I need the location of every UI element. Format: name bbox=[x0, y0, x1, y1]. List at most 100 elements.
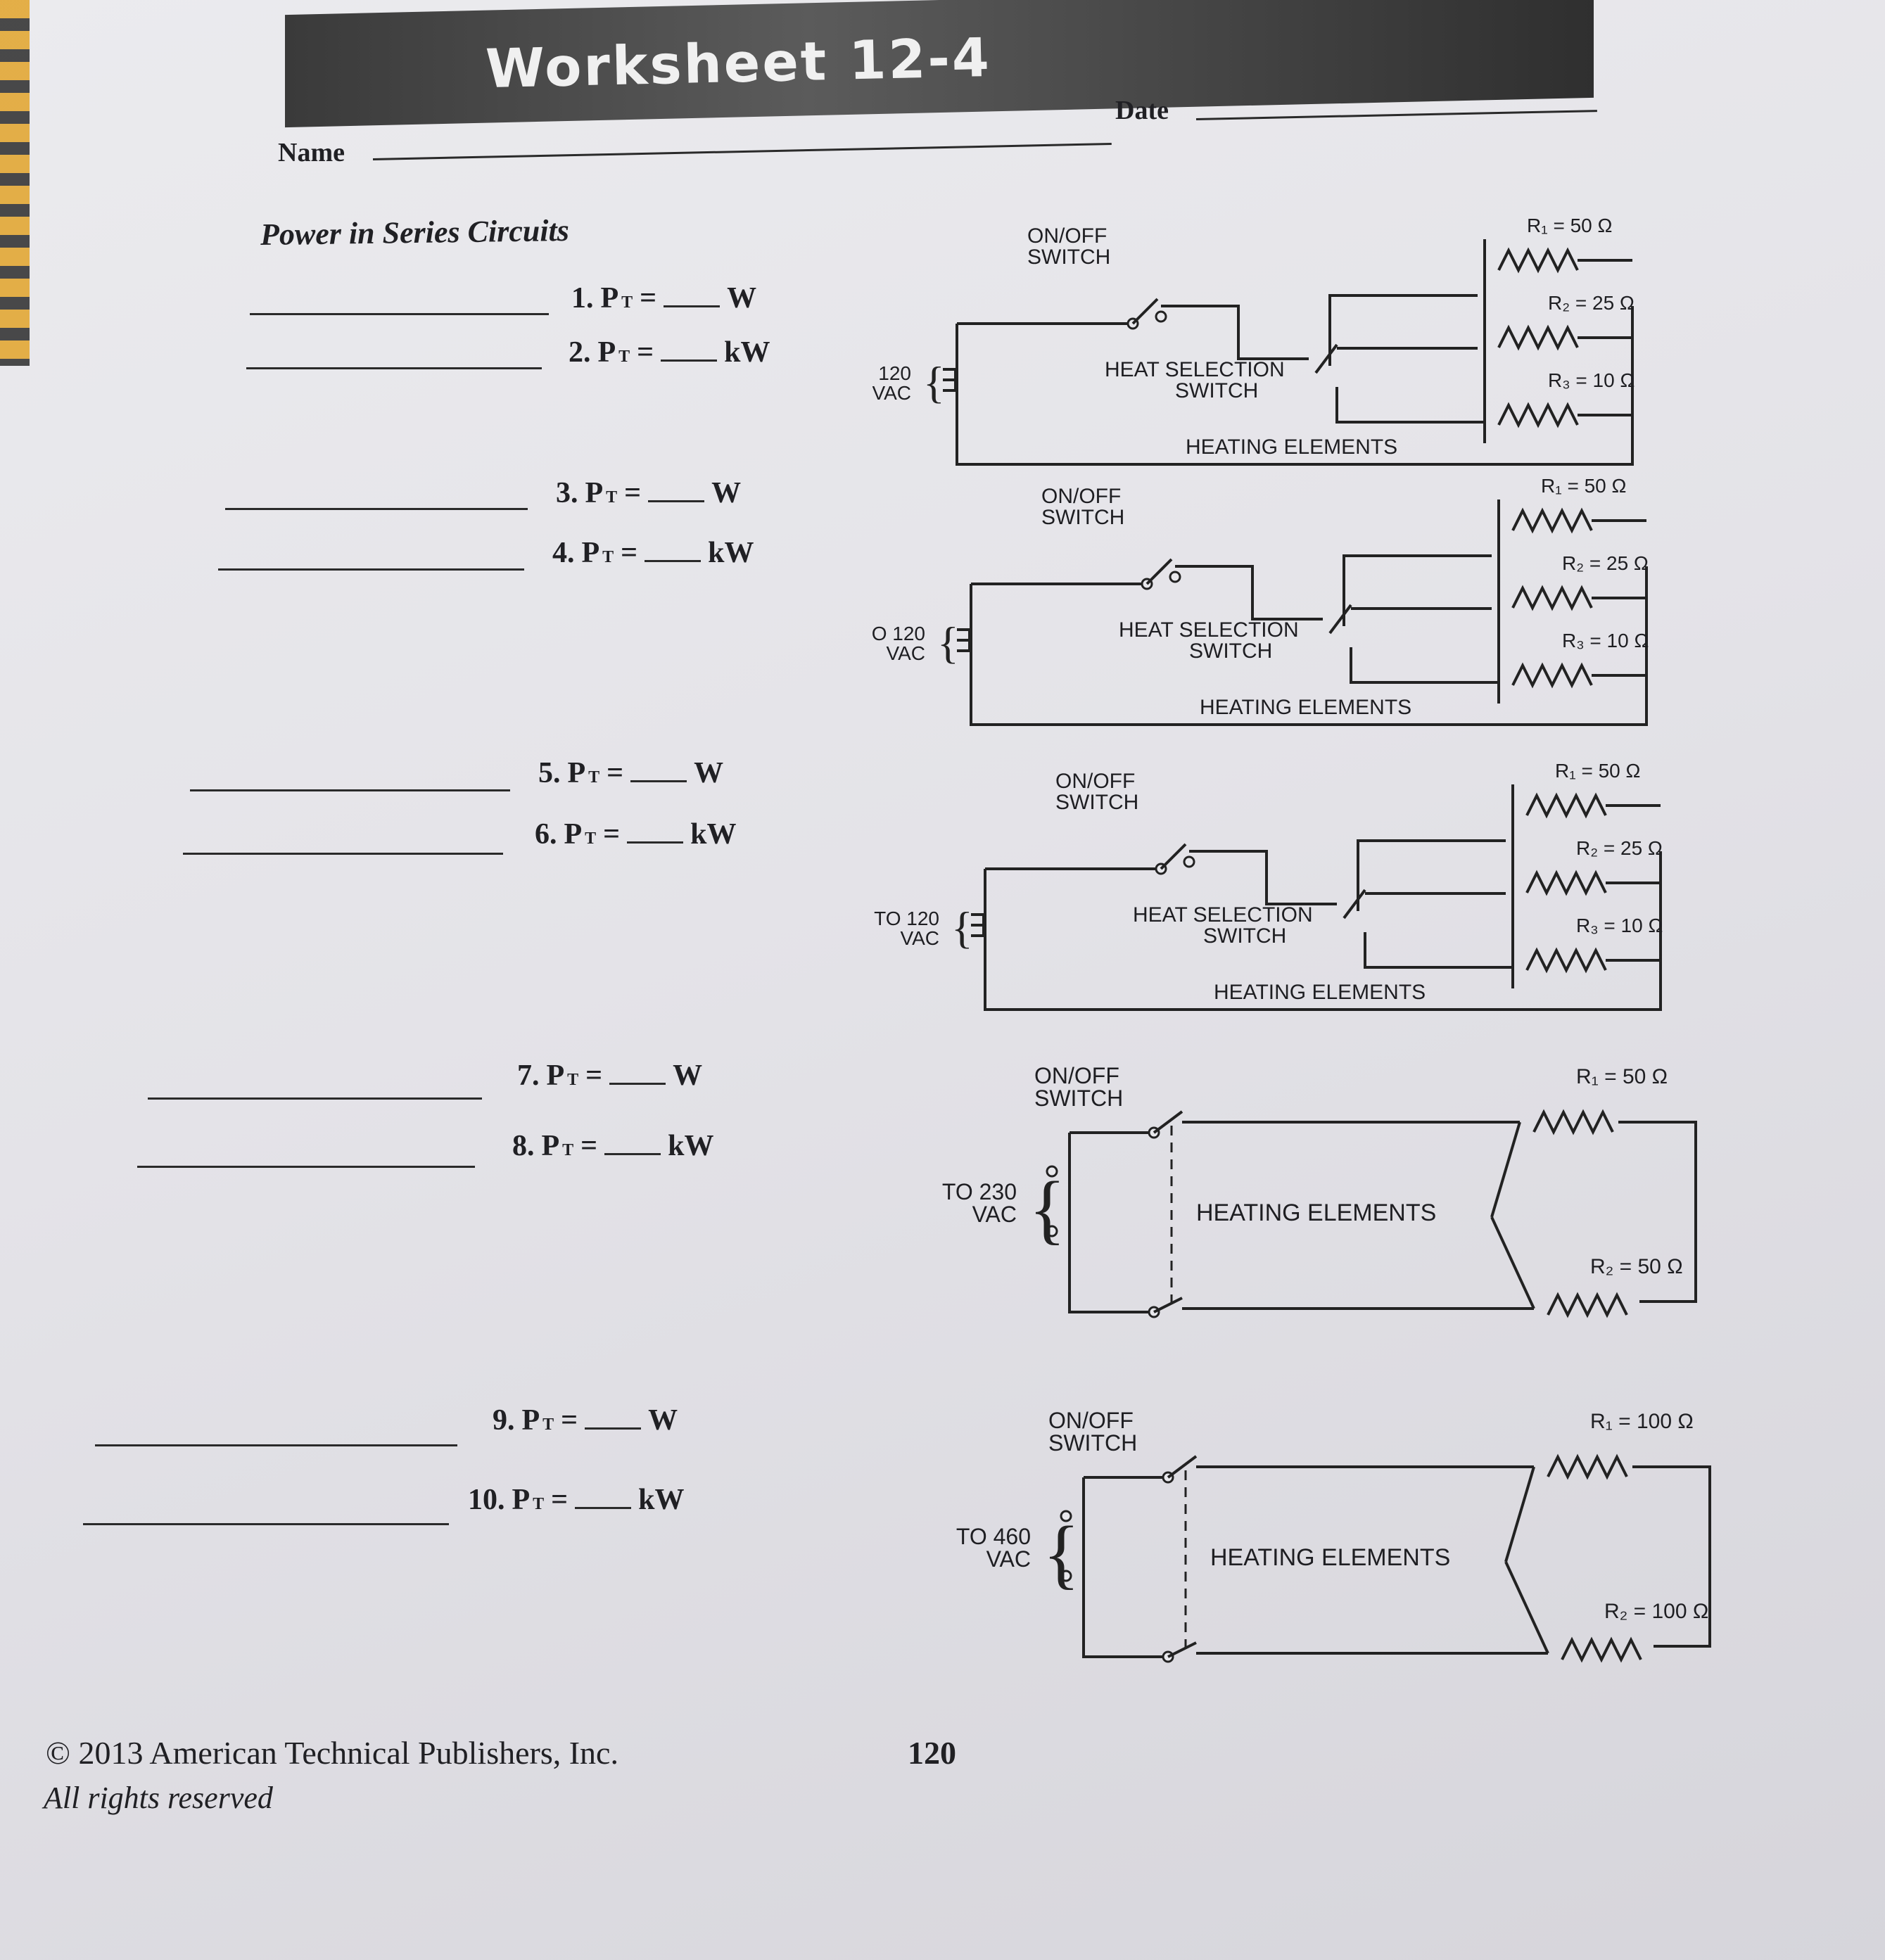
answer-blank[interactable] bbox=[585, 1425, 642, 1430]
on-off-switch bbox=[1160, 843, 1187, 870]
copyright-text: © 2013 American Technical Publishers, In… bbox=[46, 1735, 618, 1771]
answer-blank[interactable] bbox=[609, 1080, 666, 1085]
on-off-label: ON/OFF bbox=[1041, 485, 1121, 508]
r2-label: R₂ = 25 Ω bbox=[1562, 552, 1649, 574]
source-terminal bbox=[1046, 1165, 1058, 1178]
on-off-label: ON/OFF bbox=[1027, 224, 1107, 248]
element-wire bbox=[1578, 259, 1632, 416]
answer-blank[interactable] bbox=[575, 1504, 632, 1509]
resistor-r2 bbox=[1525, 870, 1607, 896]
answer-blank[interactable] bbox=[661, 357, 718, 362]
source-terminal bbox=[1060, 1510, 1072, 1522]
formula-p: P bbox=[521, 1404, 540, 1437]
resistor-r2 bbox=[1497, 324, 1579, 351]
question-number: 2. bbox=[569, 336, 591, 369]
question-unit: kW bbox=[690, 818, 737, 851]
switch-terminal bbox=[1169, 571, 1181, 583]
page-number: 120 bbox=[908, 1735, 956, 1771]
source-voltage-label: TO 230 bbox=[942, 1179, 1017, 1204]
source-unit-label: VAC bbox=[972, 1202, 1017, 1227]
element-lead bbox=[1490, 1216, 1535, 1309]
question-unit: W bbox=[648, 1404, 678, 1437]
question-unit: kW bbox=[724, 336, 770, 369]
source-unit-label: VAC bbox=[901, 927, 940, 949]
question-number: 6. bbox=[535, 818, 557, 851]
answer-line[interactable] bbox=[183, 853, 503, 855]
name-label: Name bbox=[278, 138, 345, 167]
answer-line[interactable] bbox=[225, 508, 528, 510]
question-unit: W bbox=[694, 757, 724, 789]
answer-line[interactable] bbox=[190, 789, 510, 791]
source-voltage-label: TO 120 bbox=[872, 362, 911, 384]
resistor-r3 bbox=[1511, 662, 1593, 689]
section-title: Power in Series Circuits bbox=[260, 212, 570, 253]
switch-terminal bbox=[1183, 855, 1195, 868]
question-number: 1. bbox=[571, 282, 594, 314]
answer-line[interactable] bbox=[148, 1097, 482, 1100]
formula-equals: = bbox=[561, 1404, 578, 1437]
question-number: 9. bbox=[493, 1404, 515, 1437]
selector-wire bbox=[1357, 839, 1513, 969]
answer-line[interactable] bbox=[95, 1444, 457, 1446]
formula-subscript: T bbox=[533, 1495, 545, 1513]
question-unit: W bbox=[711, 477, 742, 509]
spiral-binding bbox=[0, 0, 30, 366]
formula-equals: = bbox=[603, 818, 621, 851]
circuit-wire bbox=[1618, 1121, 1697, 1303]
heat-selection-switch bbox=[1328, 604, 1352, 635]
element-lead bbox=[1490, 1121, 1521, 1218]
on-off-switch-label: SWITCH bbox=[1055, 791, 1138, 814]
formula-subscript: T bbox=[621, 293, 633, 312]
answer-line[interactable] bbox=[83, 1523, 449, 1525]
circuit-wire bbox=[985, 850, 1337, 905]
heating-elements-label: HEATING ELEMENTS bbox=[1210, 1544, 1450, 1571]
formula-p: P bbox=[512, 1484, 531, 1516]
on-off-label: ON/OFF bbox=[1034, 1063, 1119, 1088]
circuit-wire bbox=[956, 306, 1634, 466]
question-number: 7. bbox=[517, 1059, 540, 1092]
formula-subscript: T bbox=[562, 1141, 574, 1159]
answer-blank[interactable] bbox=[627, 839, 684, 844]
brace-symbol: { bbox=[1043, 1510, 1080, 1596]
on-off-label: ON/OFF bbox=[1055, 770, 1135, 793]
answer-blank[interactable] bbox=[604, 1150, 661, 1155]
question-unit: kW bbox=[638, 1484, 685, 1516]
element-wire bbox=[1606, 804, 1661, 962]
r3-label: R₃ = 10 Ω bbox=[1548, 369, 1635, 391]
on-off-switch-label: SWITCH bbox=[1034, 1086, 1123, 1111]
answer-blank[interactable] bbox=[645, 557, 702, 562]
question-unit: W bbox=[673, 1059, 703, 1092]
answer-blank[interactable] bbox=[664, 303, 721, 307]
question-number: 4. bbox=[552, 537, 575, 569]
heat-selection-switch bbox=[1314, 343, 1338, 374]
formula-p: P bbox=[585, 477, 604, 509]
answer-line[interactable] bbox=[246, 367, 542, 369]
plug-icon bbox=[957, 628, 971, 652]
source-voltage-label: TO 120 bbox=[872, 623, 925, 644]
question-unit: kW bbox=[708, 537, 754, 569]
formula-equals: = bbox=[551, 1484, 569, 1516]
circuit-wire bbox=[1082, 1477, 1548, 1658]
resistor-r3 bbox=[1525, 947, 1607, 974]
heat-selection-switch bbox=[1343, 889, 1366, 919]
question-number: 8. bbox=[512, 1130, 535, 1162]
resistor-r1 bbox=[1532, 1109, 1614, 1135]
r1-label: R₁ = 50 Ω bbox=[1555, 760, 1640, 782]
heating-elements-label: HEATING ELEMENTS bbox=[1196, 1199, 1436, 1226]
on-off-switch-label: SWITCH bbox=[1041, 506, 1124, 529]
formula-equals: = bbox=[580, 1130, 598, 1162]
answer-line[interactable] bbox=[218, 568, 524, 571]
source-unit-label: VAC bbox=[986, 1546, 1031, 1572]
answer-blank[interactable] bbox=[648, 497, 705, 502]
r2-label: R₂ = 100 Ω bbox=[1604, 1600, 1708, 1623]
circuit-wire bbox=[971, 565, 1323, 621]
answer-blank[interactable] bbox=[630, 777, 687, 782]
formula-p: P bbox=[564, 818, 583, 851]
answer-line[interactable] bbox=[250, 313, 549, 315]
formula-equals: = bbox=[640, 282, 657, 314]
selector-wire bbox=[1328, 294, 1485, 424]
answer-line[interactable] bbox=[137, 1166, 475, 1168]
r2-label: R₂ = 25 Ω bbox=[1548, 292, 1635, 314]
